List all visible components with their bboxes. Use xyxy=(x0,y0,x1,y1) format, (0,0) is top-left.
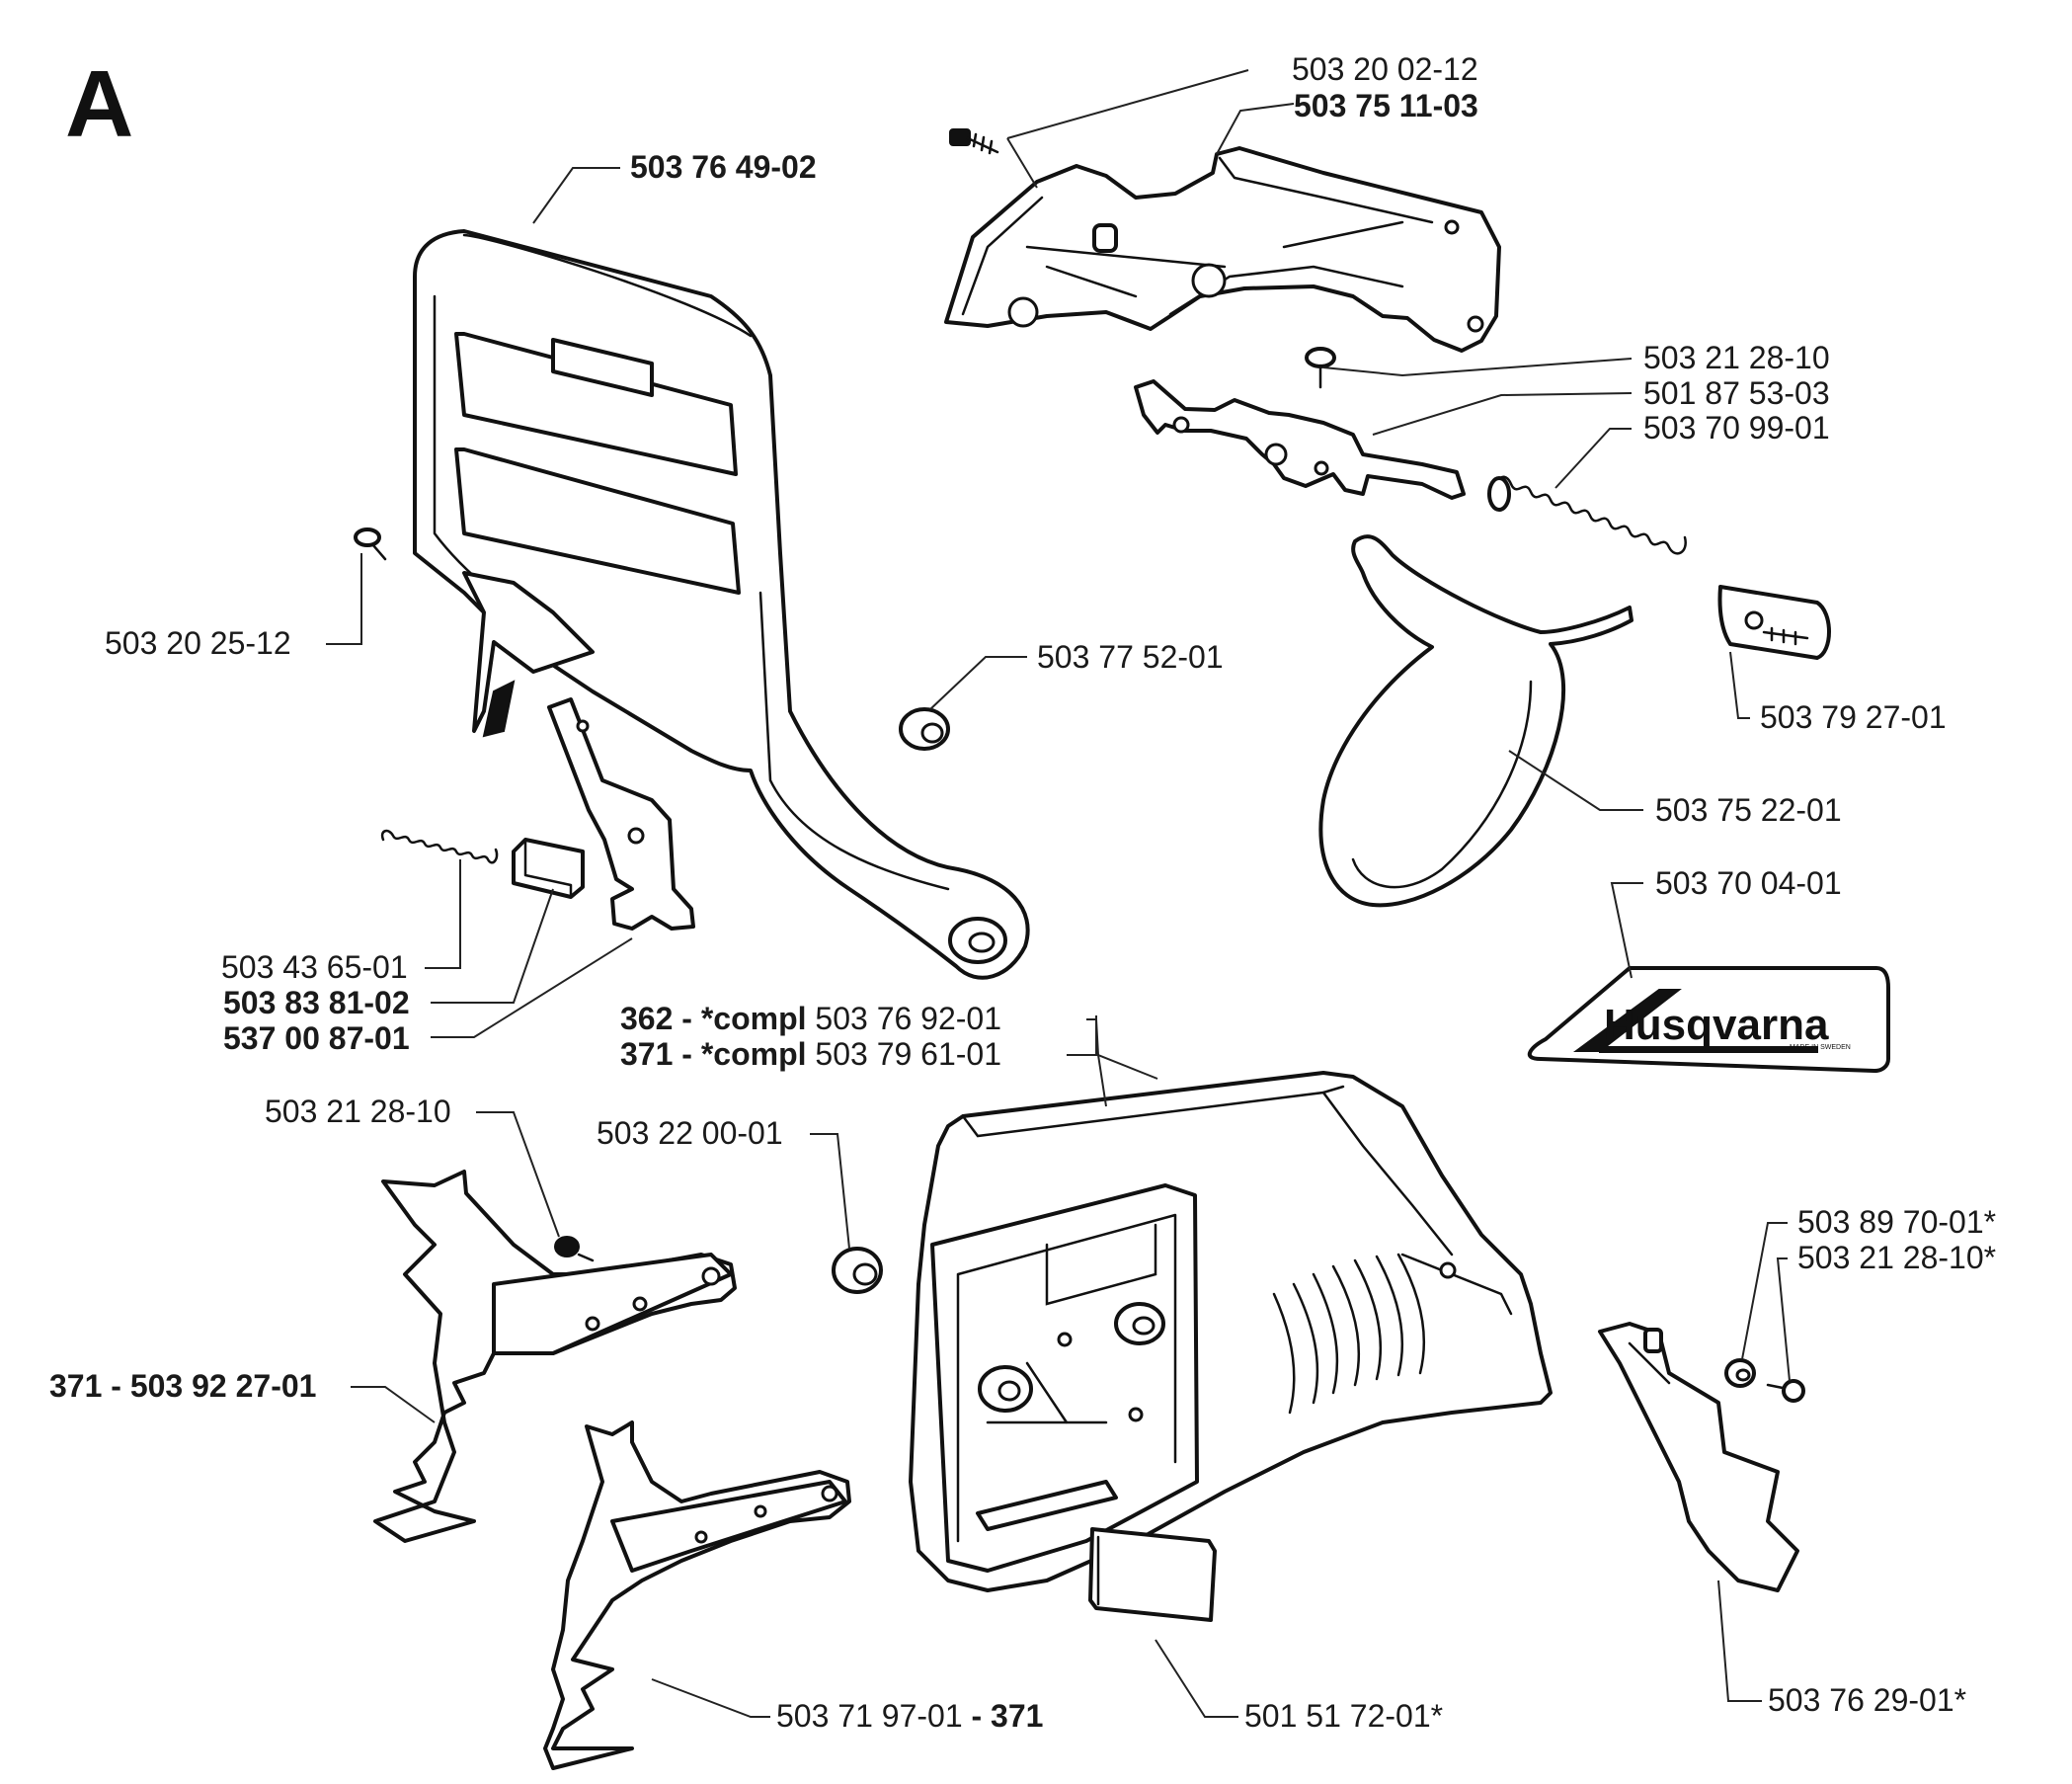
label-503-20-02-12: 503 20 02-12 xyxy=(1292,51,1478,87)
label-503-21-28-10-top: 503 21 28-10 xyxy=(1643,340,1830,375)
label-503-76-49-02: 503 76 49-02 xyxy=(630,149,817,185)
lever-arm-537-00-87-01 xyxy=(547,697,695,931)
decal-brand: Husqvarna xyxy=(1604,1001,1829,1049)
label-537-00-87-01: 537 00 87-01 xyxy=(223,1020,410,1056)
label-503-70-04-01: 503 70 04-01 xyxy=(1655,865,1842,901)
label-503-79-27-01: 503 79 27-01 xyxy=(1760,699,1947,735)
bumper-spike-503-92-27-01 xyxy=(373,1170,737,1543)
label-503-75-22-01: 503 75 22-01 xyxy=(1655,792,1842,828)
decal-503-70-04-01: Husqvarna MADE IN SWEDEN xyxy=(1527,966,1890,1073)
label-503-20-25-12: 503 20 25-12 xyxy=(105,625,291,661)
label-501-51-72-01: 501 51 72-01* xyxy=(1244,1698,1443,1734)
nut-503-89-70-01 xyxy=(1724,1358,1756,1388)
label-503-75-11-03: 503 75 11-03 xyxy=(1294,88,1478,123)
hand-guard-503-76-49-02 xyxy=(413,229,1030,980)
screw-503-21-28-10-left xyxy=(554,1236,595,1262)
chain-catcher-503-76-29-01 xyxy=(1598,1322,1799,1592)
label-compl-362: 362 - *compl 503 76 92-01 xyxy=(620,1001,1001,1036)
label-501-87-53-03: 501 87 53-03 xyxy=(1643,375,1830,411)
decal-made-in: MADE IN SWEDEN xyxy=(1790,1044,1851,1051)
pin-503-79-27-01 xyxy=(1717,585,1831,660)
nut-503-22-00-01 xyxy=(832,1247,883,1294)
screw-503-20-02-12 xyxy=(949,128,999,155)
label-compl-371: 371 - *compl 503 79 61-01 xyxy=(620,1036,1001,1072)
part-503-75-11-03-bracket xyxy=(944,146,1501,353)
label-503-77-52-01: 503 77 52-01 xyxy=(1037,639,1224,675)
part-labels: 503 20 02-12 503 75 11-03 503 76 49-02 5… xyxy=(49,51,1996,1734)
clutch-cover-compl xyxy=(909,1071,1553,1592)
label-503-89-70-01: 503 89 70-01* xyxy=(1797,1204,1996,1240)
spring-503-43-65-01 xyxy=(380,829,499,864)
block-503-83-81-02 xyxy=(512,838,585,899)
label-503-76-29-01: 503 76 29-01* xyxy=(1768,1682,1966,1718)
screw-503-21-28-10-top xyxy=(1305,347,1336,389)
pad-501-51-72-01 xyxy=(1088,1527,1217,1622)
label-503-70-99-01: 503 70 99-01 xyxy=(1643,410,1830,446)
label-503-71-97-01: 503 71 97-01 - 371 xyxy=(776,1698,1043,1734)
label-503-21-28-10-right: 503 21 28-10* xyxy=(1797,1240,1996,1275)
leader-lines xyxy=(326,69,1791,1718)
label-503-43-65-01: 503 43 65-01 xyxy=(221,949,408,985)
lever-501-87-53-03 xyxy=(1134,379,1466,500)
label-503-92-27-01: 371 - 503 92 27-01 xyxy=(49,1368,316,1404)
label-503-83-81-02: 503 83 81-02 xyxy=(223,985,410,1020)
spring-503-70-99-01 xyxy=(1487,475,1687,555)
screw-503-20-25-12 xyxy=(354,527,387,561)
section-letter: A xyxy=(65,51,133,157)
bushing-503-77-52-01 xyxy=(899,707,950,751)
brake-band-503-75-22-01 xyxy=(1318,534,1634,908)
bumper-spike-503-71-97-01 xyxy=(543,1420,851,1770)
label-503-21-28-10-left: 503 21 28-10 xyxy=(265,1094,451,1129)
screw-503-21-28-10-right xyxy=(1766,1379,1805,1403)
label-503-22-00-01: 503 22 00-01 xyxy=(597,1115,783,1151)
